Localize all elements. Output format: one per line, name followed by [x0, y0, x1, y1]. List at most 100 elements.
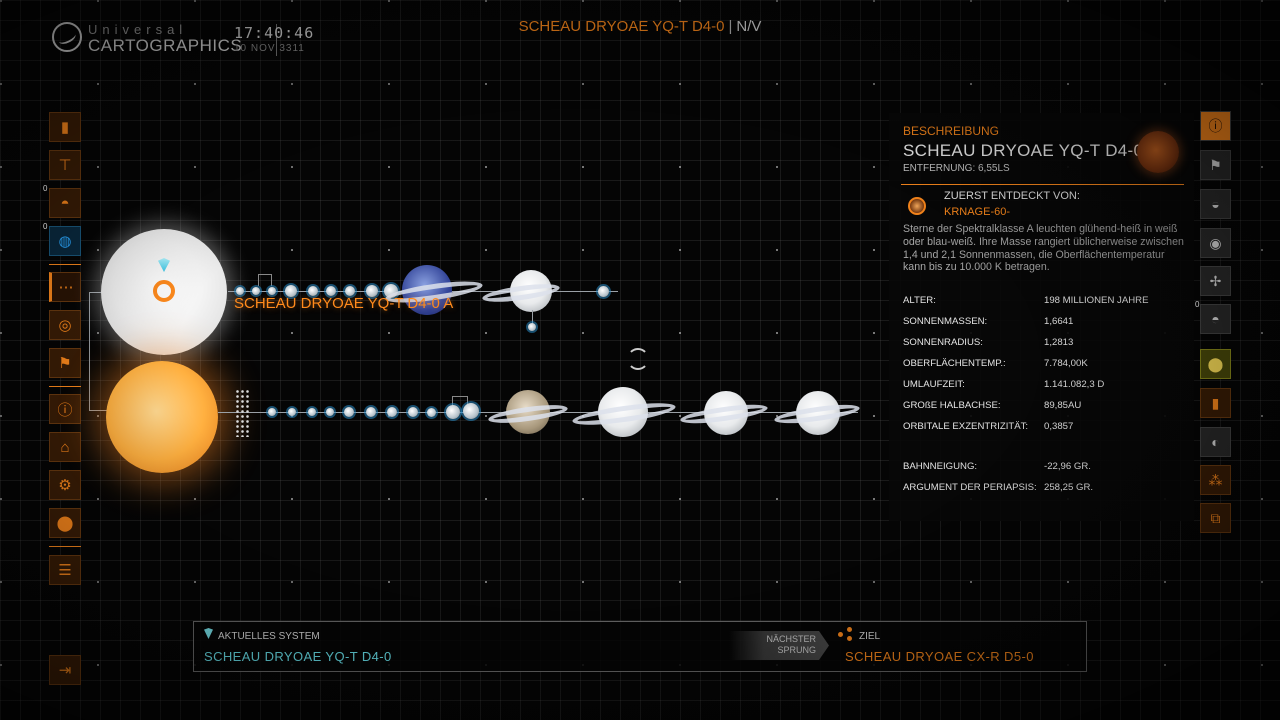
planet[interactable] — [366, 407, 376, 417]
planet[interactable] — [288, 408, 296, 416]
info-button[interactable]: ⓘ — [49, 394, 81, 424]
planet-rings-button[interactable]: ◒ — [1200, 189, 1231, 219]
grid-icon: ⧉ — [1210, 509, 1221, 526]
galaxy-map-count: 0 — [43, 222, 48, 231]
stat-row-orbital-period: UMLAUFZEIT: 1.141.082,3 D — [903, 375, 1187, 396]
discovered-by-label: ZUERST ENTDECKT VON: — [944, 190, 1080, 202]
current-system-name[interactable]: SCHEAU DRYOAE YQ-T D4-0 — [204, 649, 392, 664]
ringed-planet[interactable] — [481, 266, 562, 314]
binary-connector — [89, 292, 90, 410]
planet[interactable] — [387, 407, 397, 417]
sidebar-divider — [49, 546, 81, 547]
system-map-button[interactable]: ⋯ — [49, 272, 81, 302]
stat-row-semi-major-axis: GROßE HALBACHSE:89,85AU — [903, 396, 1187, 417]
exit-button[interactable]: ⇥ — [49, 655, 81, 685]
route-target-icon — [838, 627, 854, 641]
waypoint-button[interactable]: ⬤ — [1200, 349, 1231, 379]
moon-bracket — [258, 274, 272, 286]
stat-value: 1.141.082,3 D — [1044, 379, 1105, 390]
planet[interactable] — [326, 408, 334, 416]
unexplored-icon: ◓ — [1211, 311, 1220, 327]
bookmark-add-button[interactable]: ▮ — [1200, 388, 1231, 418]
stat-row-eccentricity: ORBITALE EXZENTRIZITÄT:0,3857 — [903, 417, 1187, 457]
station-button[interactable]: ⌂ — [49, 432, 81, 462]
stat-label: SONNENRADIUS: — [903, 337, 983, 348]
stat-value: 258,25 GR. — [1044, 482, 1094, 493]
current-system-label: AKTUELLES SYSTEM — [218, 631, 320, 642]
bookmarks-icon: ▮ — [60, 119, 70, 136]
toolbox-button[interactable]: ⊤ — [49, 150, 81, 180]
grid-button[interactable]: ⧉ — [1200, 503, 1231, 533]
moon[interactable] — [268, 287, 276, 295]
target-system-name[interactable]: SCHEAU DRYOAE CX-R D5-0 — [845, 649, 1034, 664]
page-title: SCHEAU DRYOAE YQ-T D4-0|N/V — [0, 18, 1280, 35]
sun-button[interactable]: ◉ — [1200, 228, 1231, 258]
planet-flag-icon: ⚑ — [58, 355, 72, 372]
asteroid-belt[interactable] — [235, 389, 251, 437]
list-icon: ☰ — [58, 562, 72, 579]
moon-button[interactable]: ◐ — [1200, 427, 1231, 457]
next-jump-label: NÄCHSTER SPRUNG — [766, 634, 816, 655]
body-name: SCHEAU DRYOAE YQ-T D4-0 A — [903, 141, 1159, 160]
info-icon: ⓘ — [1208, 118, 1223, 134]
unexplored-body-icon: ◓ — [60, 194, 70, 212]
unexplored-body-count: 0 — [43, 184, 48, 193]
stat-value: -22,96 GR. — [1044, 461, 1091, 472]
stat-value: 1,6641 — [1044, 316, 1074, 327]
star-b[interactable] — [106, 361, 218, 473]
settings-button[interactable]: ⚙ — [49, 470, 81, 500]
unexplored-button[interactable]: 0◓ — [1195, 300, 1231, 334]
planet[interactable] — [598, 286, 609, 297]
ringed-planet[interactable] — [487, 388, 570, 438]
stat-row-periapsis: ARGUMENT DER PERIAPSIS: 258,25 GR. — [903, 478, 1187, 518]
planet-flag-button[interactable]: ⚑ — [49, 348, 81, 378]
ringed-planet[interactable] — [773, 388, 862, 438]
moon[interactable] — [252, 287, 260, 295]
panel-divider — [901, 184, 1184, 185]
route-bar: AKTUELLES SYSTEM SCHEAU DRYOAE YQ-T D4-0… — [193, 621, 1087, 672]
planet[interactable] — [408, 407, 418, 417]
planet[interactable] — [427, 408, 436, 417]
settings-icon: ⚙ — [58, 477, 72, 494]
planet[interactable] — [344, 407, 354, 417]
discoverer-badge-icon — [908, 197, 926, 215]
list-button[interactable]: ☰ — [49, 555, 81, 585]
planet[interactable] — [446, 405, 460, 419]
unexplored-body-button[interactable]: 0◓ — [43, 184, 81, 218]
sun-icon: ◉ — [1209, 234, 1222, 251]
stat-label: ORBITALE EXZENTRIZITÄT: — [903, 421, 1029, 432]
bookmarks-button[interactable]: ▮ — [49, 112, 81, 142]
flag-tab-button[interactable]: ⚑ — [1200, 150, 1231, 180]
selection-ring — [153, 280, 175, 302]
stat-label: UMLAUFZEIT: — [903, 379, 965, 390]
location-button[interactable]: ⬤ — [49, 508, 81, 538]
body-distance: ENTFERNUNG: 6,55LS — [903, 163, 1010, 174]
galaxy-map-button[interactable]: 0◍ — [43, 222, 81, 256]
station-icon: ⌂ — [60, 438, 70, 456]
planet-rings-icon: ◒ — [1211, 196, 1220, 212]
stat-row-inclination: BAHNNEIGUNG:-22,96 GR. — [903, 457, 1187, 478]
clock-date: 10 NOV 3311 — [234, 43, 305, 54]
biology-button[interactable]: ✢ — [1200, 266, 1231, 296]
ringed-planet[interactable] — [571, 384, 678, 440]
stat-label: ARGUMENT DER PERIAPSIS: — [903, 482, 1037, 493]
planet[interactable] — [268, 408, 276, 416]
planet[interactable] — [463, 403, 479, 419]
stat-row-temperature: OBERFLÄCHENTEMP.:7.784,00K — [903, 354, 1187, 375]
ringed-planet[interactable] — [679, 388, 770, 438]
stat-label: SONNENMASSEN: — [903, 316, 988, 327]
waypoint-icon: ⬤ — [1207, 355, 1224, 372]
stats-table: ALTER:198 MILLIONEN JAHRE SONNENMASSEN:1… — [903, 291, 1187, 518]
panel-heading: BESCHREIBUNG — [903, 124, 1000, 138]
planet[interactable] — [308, 408, 316, 416]
stat-value: 198 MILLIONEN JAHRE — [1044, 295, 1149, 306]
stat-label: OBERFLÄCHENTEMP.: — [903, 358, 1006, 369]
moon[interactable] — [236, 287, 244, 295]
moon-connector — [532, 310, 533, 324]
orrery-button[interactable]: ◎ — [49, 310, 81, 340]
moon[interactable] — [528, 323, 536, 331]
info-tab-button[interactable]: ⓘ — [1200, 111, 1231, 141]
cursor-reticle-icon — [627, 348, 649, 370]
biology-icon: ✢ — [1209, 272, 1222, 289]
network-button[interactable]: ⁂ — [1200, 465, 1231, 495]
